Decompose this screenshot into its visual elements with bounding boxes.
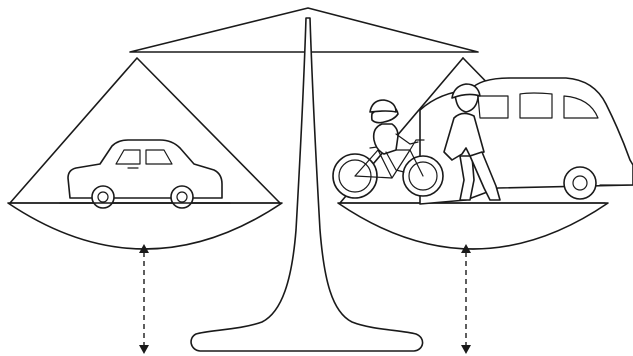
scale-stand [190,17,424,352]
left-pan [7,57,283,250]
scale-beam [129,7,479,53]
right-pan [332,57,633,250]
pedestrian-icon [443,83,501,201]
car-icon [59,139,231,209]
cyclist-icon [332,99,444,199]
left-up-down-arrow-icon [139,244,149,354]
right-up-down-arrow-icon [461,244,471,354]
